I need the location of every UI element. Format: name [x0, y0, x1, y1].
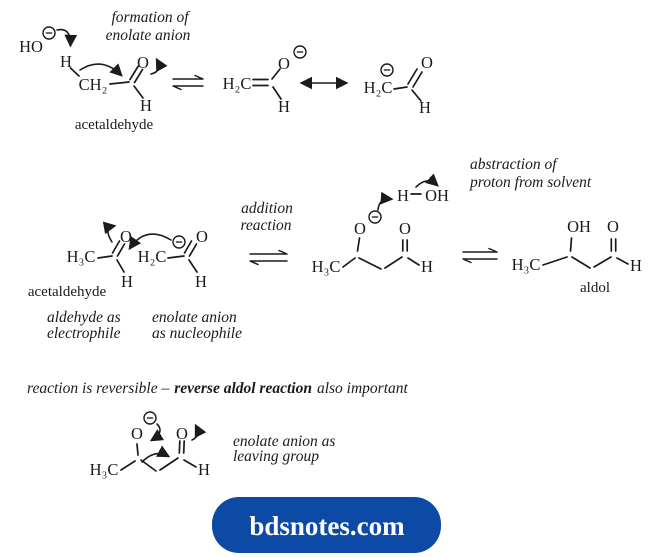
aldol-oxygen-label: O [607, 217, 619, 236]
alkoxide-carbonyl-oxygen-label: O [176, 424, 188, 443]
step1-formation-of-enolate: formation of enolate anion HO H CH₂ O H … [19, 9, 433, 133]
alkoxide-bonds [120, 440, 197, 472]
alkoxide-h3c-label: H₃C [90, 460, 119, 479]
equilibrium-arrow-icon [172, 74, 204, 80]
enolate-oxygen-label: O [278, 54, 290, 73]
negative-charge-icon [42, 26, 56, 40]
curved-arrow-icon [141, 445, 171, 463]
curved-arrow-icon [191, 423, 207, 441]
alkoxide-oxygen-label: O [131, 424, 143, 443]
enolate-oxygen-label: O [196, 227, 208, 246]
equilibrium-arrow-icon [462, 247, 498, 253]
aldol-oh-label: OH [567, 217, 591, 236]
enolate-bonds [167, 240, 198, 273]
alkoxide-hydrogen-label: H [198, 460, 210, 479]
electrophile-caption-line2: electrophile [47, 325, 121, 342]
negative-charge-icon [172, 235, 186, 249]
negative-charge-icon [368, 210, 382, 224]
step1-caption-line2: enolate anion [106, 27, 191, 44]
aldol-bonds [542, 237, 629, 269]
step2-caption-line2: reaction [240, 217, 291, 234]
negative-charge-icon [143, 411, 157, 425]
methylene-label: CH₂ [79, 75, 108, 94]
acetaldehyde-h3c-label: H₃C [67, 247, 96, 266]
negative-charge-icon [293, 45, 307, 59]
solvent-caption-line2: proton from solvent [469, 174, 592, 191]
formyl-hydrogen-label: H [140, 96, 152, 115]
acetaldehyde-hydrogen-label: H [121, 272, 133, 291]
curved-arrow-icon [415, 173, 439, 188]
equilibrium-arrow-icon [249, 260, 288, 266]
equilibrium-arrow-icon [249, 249, 288, 255]
enolate-h2c-label: H₂C [223, 74, 252, 93]
curved-arrow-icon [56, 28, 78, 48]
curved-arrow-icon [377, 191, 394, 211]
step2-caption-line1: addition [241, 200, 293, 217]
negative-charge-icon [380, 63, 394, 77]
enolate-hydrogen-label: H [195, 272, 207, 291]
curved-arrow-icon [149, 423, 165, 442]
curved-arrow-icon [102, 221, 117, 243]
alkoxide-oxygen-label: O [354, 219, 366, 238]
acetaldehyde-label: acetaldehyde [75, 117, 154, 133]
carbanion-oxygen-label: O [421, 53, 433, 72]
step3-reverse-aldol: reaction is reversible – reverse aldol re… [27, 380, 409, 479]
step1-caption-line1: formation of [111, 9, 191, 26]
aldol-label: aldol [580, 280, 610, 296]
electrophile-caption-line1: aldehyde as [47, 309, 121, 326]
aldol-h3c-label: H₃C [512, 255, 541, 274]
note-part3: also important [317, 380, 409, 397]
carbanion-h2c-label: H₂C [364, 78, 393, 97]
alkoxide-bonds [342, 237, 420, 270]
acetaldehyde-label: acetaldehyde [28, 284, 107, 300]
equilibrium-arrow-icon [462, 258, 498, 264]
solvent-caption-line1: abstraction of [470, 156, 559, 173]
step2-addition-reaction: addition reaction H₃C O H acetaldehyde H… [28, 156, 642, 342]
reversibility-note: reaction is reversible – reverse aldol re… [27, 380, 409, 397]
alkoxide-h3c-label: H₃C [312, 257, 341, 276]
equilibrium-arrow-icon [172, 85, 204, 91]
note-part1: reaction is reversible – [27, 380, 169, 397]
nucleophile-caption-line1: enolate anion [152, 309, 237, 326]
carbanion-bonds [393, 68, 423, 102]
enolate-bonds [252, 68, 282, 100]
enolate-h2c-label: H₂C [138, 247, 167, 266]
acetaldehyde-bonds [69, 65, 144, 99]
leaving-group-caption-line2: leaving group [233, 448, 319, 465]
curved-arrow-icon [79, 63, 123, 77]
curved-arrow-icon [150, 57, 168, 75]
carbanion-hydrogen-label: H [419, 98, 431, 117]
enolate-hydrogen-label: H [278, 97, 290, 116]
water-h-label: H [397, 186, 409, 205]
water-oh-label: OH [425, 186, 449, 205]
carbonyl-oxygen-label: O [137, 53, 149, 72]
nucleophile-caption-line2: as nucleophile [152, 325, 242, 342]
banner-label: bdsnotes.com [249, 511, 405, 541]
note-part2: reverse aldol reaction [174, 380, 312, 397]
curved-arrow-icon [128, 233, 172, 251]
acetaldehyde-oxygen-label: O [120, 227, 132, 246]
aldol-hydrogen-label: H [630, 256, 642, 275]
site-banner[interactable]: bdsnotes.com [212, 497, 441, 553]
leaving-group-caption-line1: enolate anion as [233, 433, 335, 450]
alkoxide-hydrogen-label: H [421, 257, 433, 276]
alkoxide-carbonyl-oxygen-label: O [399, 219, 411, 238]
acetaldehyde-bonds [97, 240, 126, 273]
alpha-hydrogen-label: H [60, 52, 72, 71]
banner-background[interactable] [212, 497, 441, 553]
hydroxide-label: HO [19, 37, 43, 56]
